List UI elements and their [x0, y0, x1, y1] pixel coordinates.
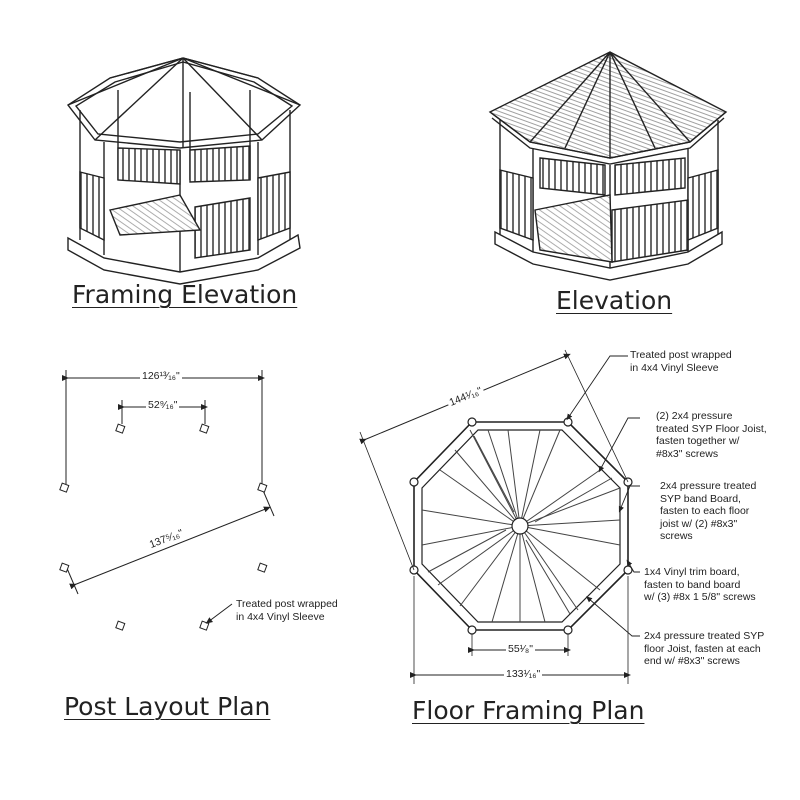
floor-framing-bottom-dimension: 133¹⁄₁₆" [504, 668, 543, 680]
post-layout-overall-dimension: 126¹³⁄₁₆" [140, 370, 182, 382]
floor-framing-joist-pair-note: (2) 2x4 pressure treated SYP Floor Joist… [656, 410, 767, 460]
floor-framing-trim-note: 1x4 Vinyl trim board, fasten to band boa… [644, 566, 756, 603]
post-layout-post-note: Treated post wrapped in 4x4 Vinyl Sleeve [236, 598, 338, 623]
elevation-title: Elevation [556, 286, 673, 315]
post-layout-side-dimension: 52⁹⁄₁₆" [146, 399, 180, 411]
floor-framing-post-note: Treated post wrapped in 4x4 Vinyl Sleeve [630, 349, 732, 374]
floor-framing-band-note: 2x4 pressure treated SYP band Board, fas… [660, 480, 757, 542]
floor-framing-title: Floor Framing Plan [412, 696, 645, 725]
elevation-drawing [488, 51, 728, 281]
floor-framing-side-dimension: 55¹⁄₈" [506, 643, 536, 655]
framing-elevation-drawing [66, 57, 302, 285]
post-layout-drawing [59, 370, 275, 631]
floor-framing-drawing [359, 349, 640, 684]
floor-framing-joist-note: 2x4 pressure treated SYP floor Joist, fa… [644, 630, 765, 667]
framing-elevation-title: Framing Elevation [72, 280, 298, 309]
post-layout-title: Post Layout Plan [64, 692, 271, 721]
